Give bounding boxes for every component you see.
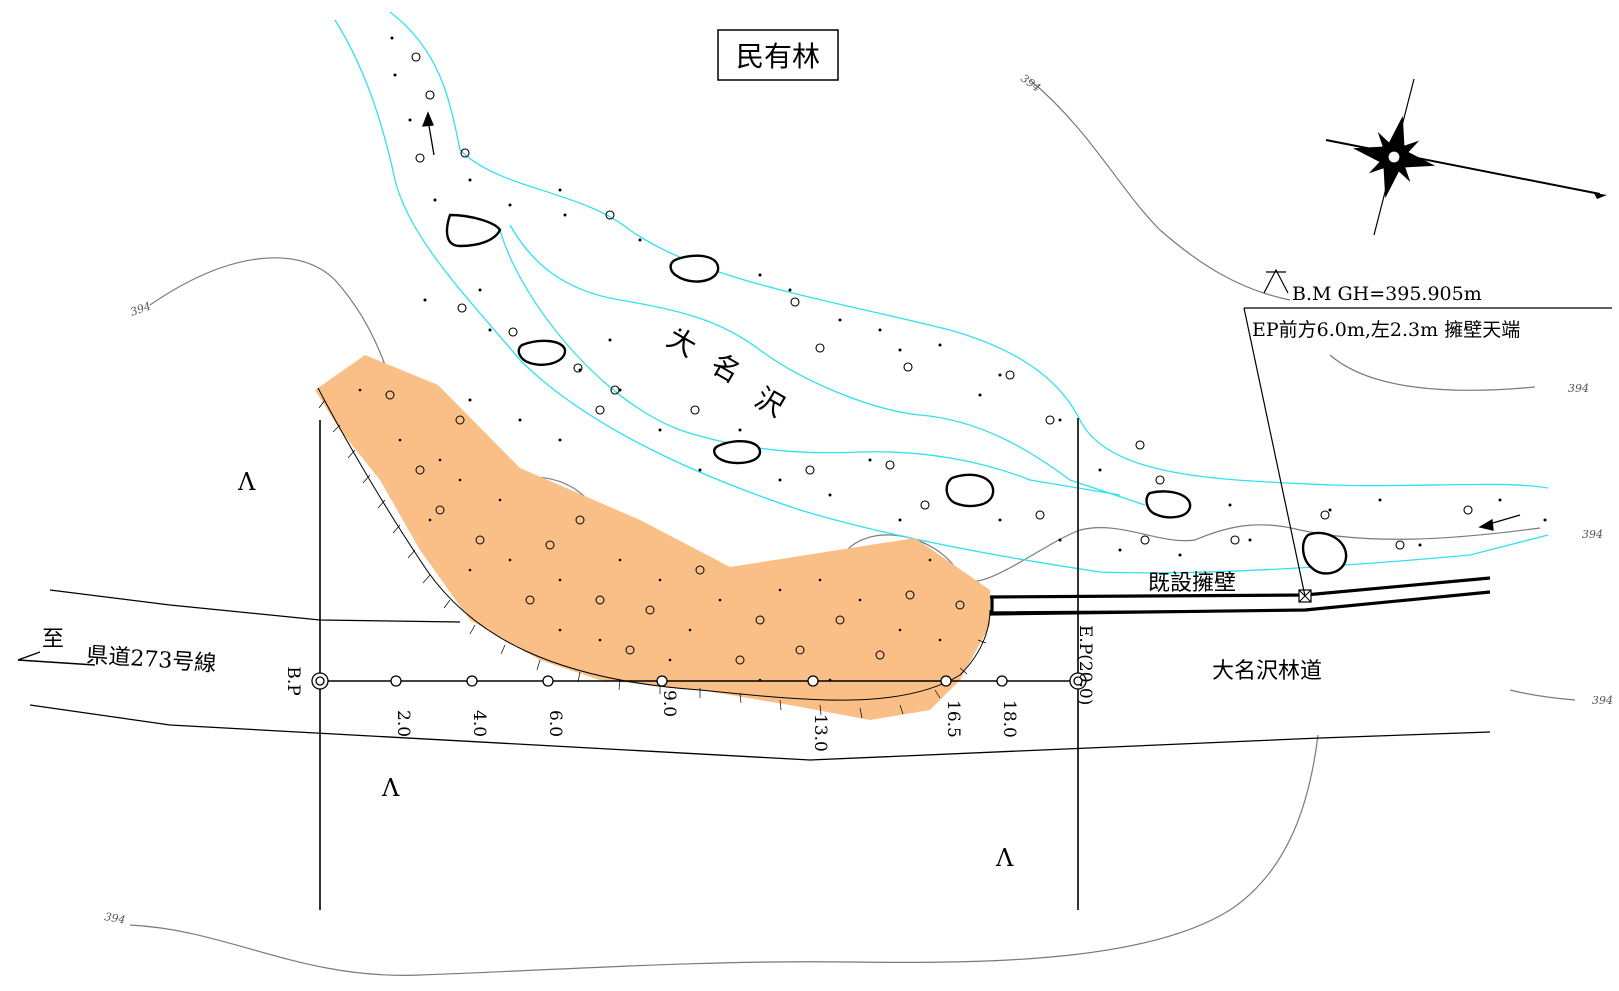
road-edge-lower — [29, 704, 1491, 761]
station-marker — [940, 675, 952, 687]
stream-name-char: 沢 — [749, 381, 790, 424]
existing-retaining-wall — [989, 576, 1491, 616]
station-marker — [542, 675, 554, 687]
contour-label: 394 — [103, 910, 126, 926]
stream-edge — [389, 11, 1549, 489]
retaining-wall-top — [989, 576, 1491, 599]
boulder — [445, 213, 502, 248]
benchmark-label: B.M GH=395.905m — [1292, 283, 1482, 305]
road-direction-arrow — [17, 651, 96, 666]
contour-lines — [129, 79, 1576, 976]
stream-edge — [509, 224, 1146, 506]
contour-labels: 394 394 394 394 394 394 — [103, 72, 1613, 927]
slope-fill — [315, 355, 990, 720]
contour-label: 394 — [1582, 528, 1603, 541]
slope-gravel — [385, 390, 965, 665]
flow-arrows — [422, 111, 1521, 531]
station-label: 2.0 — [393, 710, 413, 737]
stream-boulders — [445, 213, 1348, 575]
stream-name-char: 大 — [661, 321, 702, 364]
stream-edge — [334, 19, 1549, 574]
private-forest-label-box — [717, 29, 839, 81]
road-edge-upper — [49, 589, 461, 623]
survey-baseline — [319, 418, 1079, 910]
boulder — [669, 254, 720, 283]
contour-label: 394 — [1592, 694, 1613, 707]
contour-line — [1029, 79, 1291, 301]
section-mark: Λ — [381, 774, 400, 802]
station-marker — [466, 675, 478, 687]
contour-label: 394 — [129, 299, 153, 318]
station-labels: B.P 2.0 4.0 6.0 9.0 13.0 16.5 18.0 E.P(2… — [283, 625, 1095, 752]
stream-pebbles — [411, 52, 1473, 550]
retaining-wall-bottom — [989, 590, 1491, 616]
station-label: 4.0 — [469, 710, 489, 737]
section-mark: Λ — [237, 468, 256, 496]
benchmark-leader — [1243, 268, 1612, 597]
contour-line — [129, 734, 1319, 976]
contour-label: 394 — [1568, 382, 1589, 395]
boulder — [517, 339, 567, 366]
contour-label: 394 — [1018, 72, 1043, 95]
boulder — [945, 473, 995, 508]
slope-hatch — [318, 399, 987, 719]
station-label: 16.5 — [943, 700, 963, 738]
contour-line — [1329, 354, 1536, 391]
stream-name-label: 大 名 沢 — [661, 321, 790, 424]
boulder — [1301, 531, 1348, 575]
forest-road-label: 大名沢林道 — [1212, 659, 1322, 684]
private-forest-label: 民有林 — [736, 40, 820, 73]
slope-protection-area — [315, 355, 991, 720]
to-road-prefix: 至 — [42, 627, 64, 652]
station-label: 6.0 — [545, 710, 565, 737]
stream-name-char: 名 — [705, 347, 746, 390]
station-markers — [311, 672, 1087, 690]
station-marker — [390, 675, 402, 687]
benchmark-symbol — [1263, 268, 1289, 294]
station-label: E.P(20.0) — [1075, 625, 1095, 705]
station-label: 9.0 — [659, 690, 679, 717]
contour-line — [1509, 689, 1576, 701]
to-road-label: 県道273号線 — [86, 643, 217, 677]
station-marker — [807, 675, 819, 687]
station-marker — [996, 675, 1008, 687]
existing-wall-label: 既設擁壁 — [1148, 571, 1236, 596]
section-mark: Λ — [995, 844, 1014, 872]
station-marker — [656, 675, 668, 687]
boulder — [713, 440, 762, 465]
station-label: 13.0 — [810, 714, 830, 752]
slope-dots — [358, 388, 942, 682]
benchmark-note: EP前方6.0m,左2.3m 擁壁天端 — [1252, 319, 1520, 341]
section-marks: Λ Λ Λ — [237, 468, 1014, 872]
station-label: 18.0 — [999, 700, 1019, 738]
boulder — [1145, 490, 1192, 519]
north-arrow-icon — [1325, 78, 1607, 236]
station-label: B.P — [283, 666, 303, 695]
to-prefectural-road: 至 県道273号線 — [17, 627, 217, 677]
